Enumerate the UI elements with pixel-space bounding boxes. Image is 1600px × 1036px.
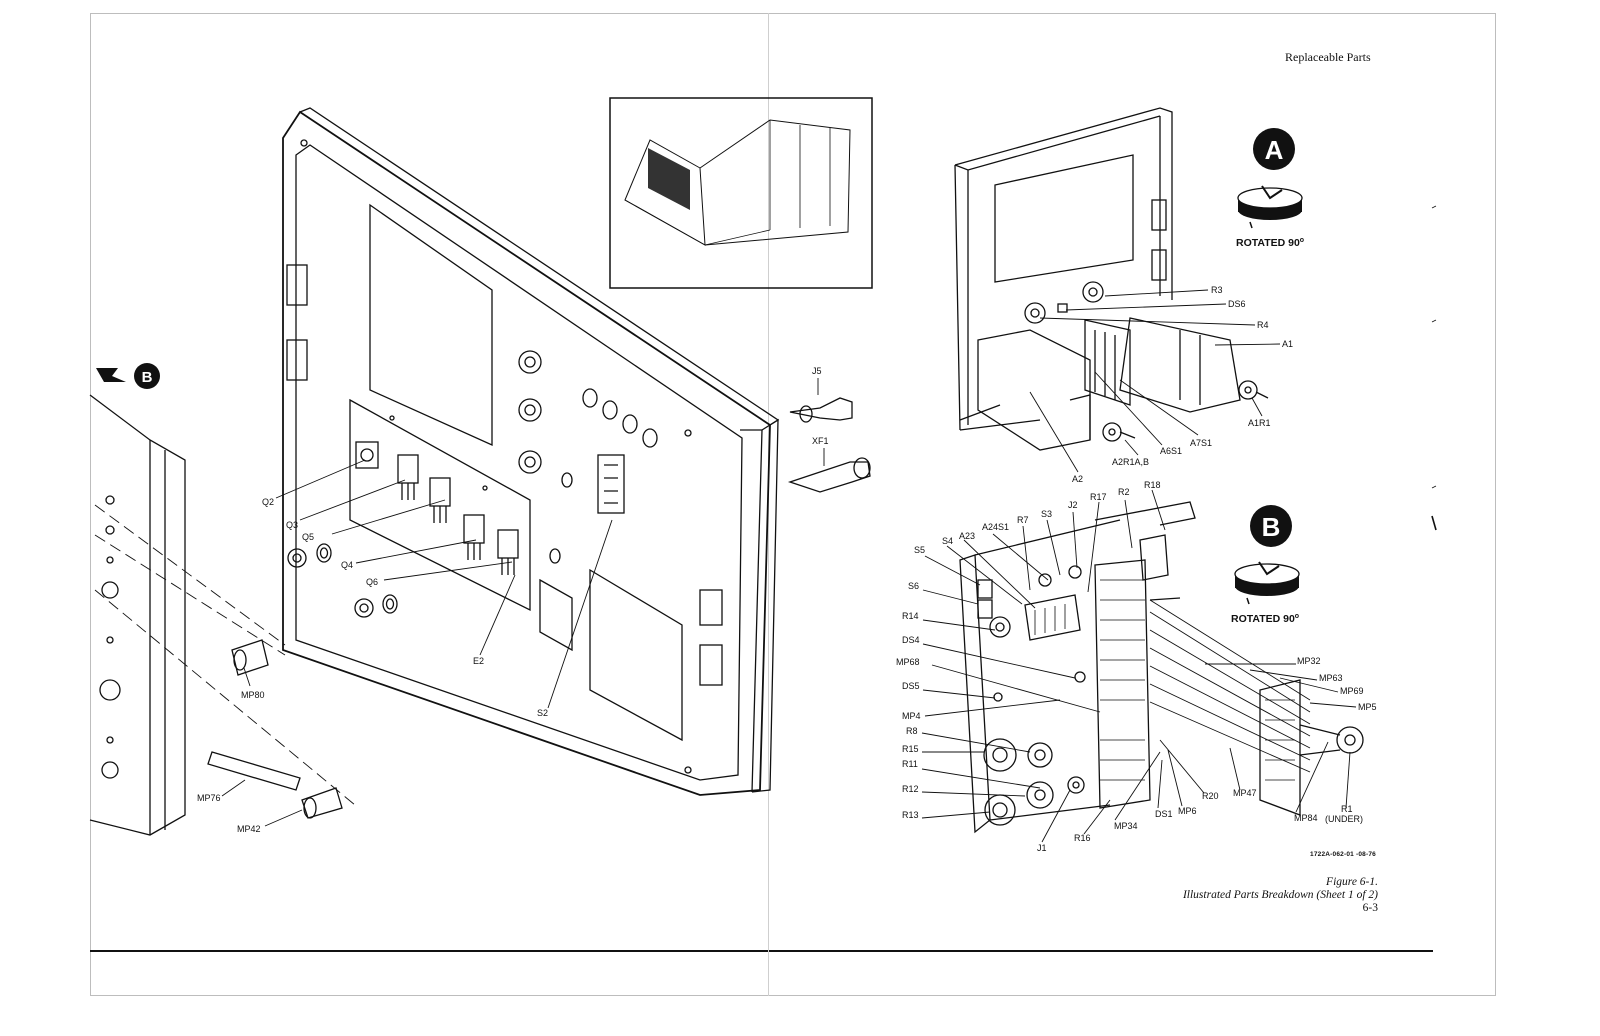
label-j2: J2 <box>1068 500 1078 510</box>
transistors <box>355 441 519 575</box>
view-b-pointer: B <box>96 363 160 389</box>
rotate-icon-a <box>1237 185 1303 229</box>
view-a-label-set: R3 DS6 R4 A1 A1R1 A7S1 A6S1 A2R1A,B A2 <box>1072 285 1293 484</box>
label-j5: J5 <box>812 366 822 376</box>
label-r2: R2 <box>1118 487 1130 497</box>
label-mp6: MP6 <box>1178 806 1197 816</box>
view-b-badge: B ROTATED 90o <box>1231 505 1300 625</box>
label-j1: J1 <box>1037 843 1047 853</box>
label-q5: Q5 <box>302 532 314 542</box>
label-a6s1: A6S1 <box>1160 446 1182 456</box>
label-e2: E2 <box>473 656 484 666</box>
label-q4: Q4 <box>341 560 353 570</box>
label-ds5: DS5 <box>902 681 920 691</box>
nuts-washers <box>287 543 398 618</box>
j5-connector <box>789 397 853 423</box>
label-ds6: DS6 <box>1228 299 1246 309</box>
view-a-callouts <box>1029 289 1281 473</box>
rotate-icon-b <box>1234 561 1300 605</box>
view-b-callouts <box>921 489 1357 843</box>
figure-title: Illustrated Parts Breakdown (Sheet 1 of … <box>1182 889 1378 901</box>
label-mp32: MP32 <box>1297 656 1321 666</box>
label-s2: S2 <box>537 708 548 718</box>
label-mp42: MP42 <box>237 824 261 834</box>
view-b-letter: B <box>1262 512 1281 542</box>
label-mp5: MP5 <box>1358 702 1377 712</box>
inset-view <box>609 97 873 289</box>
label-r1-note: (UNDER) <box>1325 814 1363 824</box>
label-r17: R17 <box>1090 492 1107 502</box>
figure-caption: Figure 6-1. Illustrated Parts Breakdown … <box>1183 876 1378 915</box>
figure-label: Figure 6-1. <box>1326 876 1378 888</box>
label-r15: R15 <box>902 744 919 754</box>
label-mp63: MP63 <box>1319 673 1343 683</box>
label-q2: Q2 <box>262 497 274 507</box>
document-sheet <box>90 13 1496 996</box>
label-ds1: DS1 <box>1155 809 1173 819</box>
label-a2: A2 <box>1072 474 1083 484</box>
label-mp47: MP47 <box>1233 788 1257 798</box>
label-mp80: MP80 <box>241 690 265 700</box>
label-r11: R11 <box>902 759 918 769</box>
label-r8: R8 <box>906 726 918 736</box>
pointer-b-letter: B <box>142 369 153 386</box>
label-ds4: DS4 <box>902 635 920 645</box>
footer-rule-left <box>90 950 768 952</box>
view-b-drawing <box>959 501 1364 834</box>
label-r7: R7 <box>1017 515 1029 525</box>
label-mp84: MP84 <box>1294 813 1318 823</box>
view-a-drawing <box>954 107 1269 451</box>
label-a1: A1 <box>1282 339 1293 349</box>
view-b-label-set: S5 S4 A23 A24S1 R7 S3 J2 R17 R2 R18 S6 R… <box>896 480 1377 853</box>
label-a2r1ab: A2R1A,B <box>1112 457 1149 467</box>
label-mp69: MP69 <box>1340 686 1364 696</box>
page-number: 6-3 <box>1362 902 1378 914</box>
label-mp68: MP68 <box>896 657 920 667</box>
front-panel-drawing <box>282 97 873 796</box>
left-label-set: Q2 Q3 Q5 Q4 Q6 E2 S2 J5 XF1 MP80 MP76 MP… <box>197 366 829 834</box>
running-header: Replaceable Parts <box>1285 50 1371 64</box>
drawing-code: 1722A-062-01 -08-76 <box>1310 851 1376 858</box>
label-mp76: MP76 <box>197 793 221 803</box>
view-b-rotation: ROTATED 90o <box>1231 613 1299 625</box>
label-s6: S6 <box>908 581 919 591</box>
label-q6: Q6 <box>366 577 378 587</box>
panel-knobs <box>518 350 658 564</box>
label-a23: A23 <box>959 531 975 541</box>
label-s4: S4 <box>942 536 953 546</box>
label-a24s1: A24S1 <box>982 522 1009 532</box>
label-s5: S5 <box>914 545 925 555</box>
label-s3: S3 <box>1041 509 1052 519</box>
label-a1r1: A1R1 <box>1248 418 1271 428</box>
left-callouts <box>221 378 825 827</box>
label-r12: R12 <box>902 784 919 794</box>
footer-rule-right <box>769 950 1433 952</box>
view-a-letter: A <box>1265 135 1284 165</box>
label-r4: R4 <box>1257 320 1269 330</box>
left-partial-panel <box>89 394 356 836</box>
label-mp34: MP34 <box>1114 821 1138 831</box>
label-r3: R3 <box>1211 285 1223 295</box>
view-a-rotation: ROTATED 90o <box>1236 237 1304 249</box>
label-xf1: XF1 <box>812 436 829 446</box>
label-r20: R20 <box>1202 791 1219 801</box>
label-r18: R18 <box>1144 480 1161 490</box>
label-r16: R16 <box>1074 833 1091 843</box>
margin-marks <box>1431 205 1437 531</box>
label-mp4: MP4 <box>902 711 921 721</box>
view-a-badge: A ROTATED 90o <box>1236 128 1304 249</box>
label-a7s1: A7S1 <box>1190 438 1212 448</box>
label-r1: R1 <box>1341 804 1353 814</box>
xf1-fuseholder <box>787 457 871 493</box>
label-r13: R13 <box>902 810 919 820</box>
label-q3: Q3 <box>286 520 298 530</box>
label-r14: R14 <box>902 611 919 621</box>
